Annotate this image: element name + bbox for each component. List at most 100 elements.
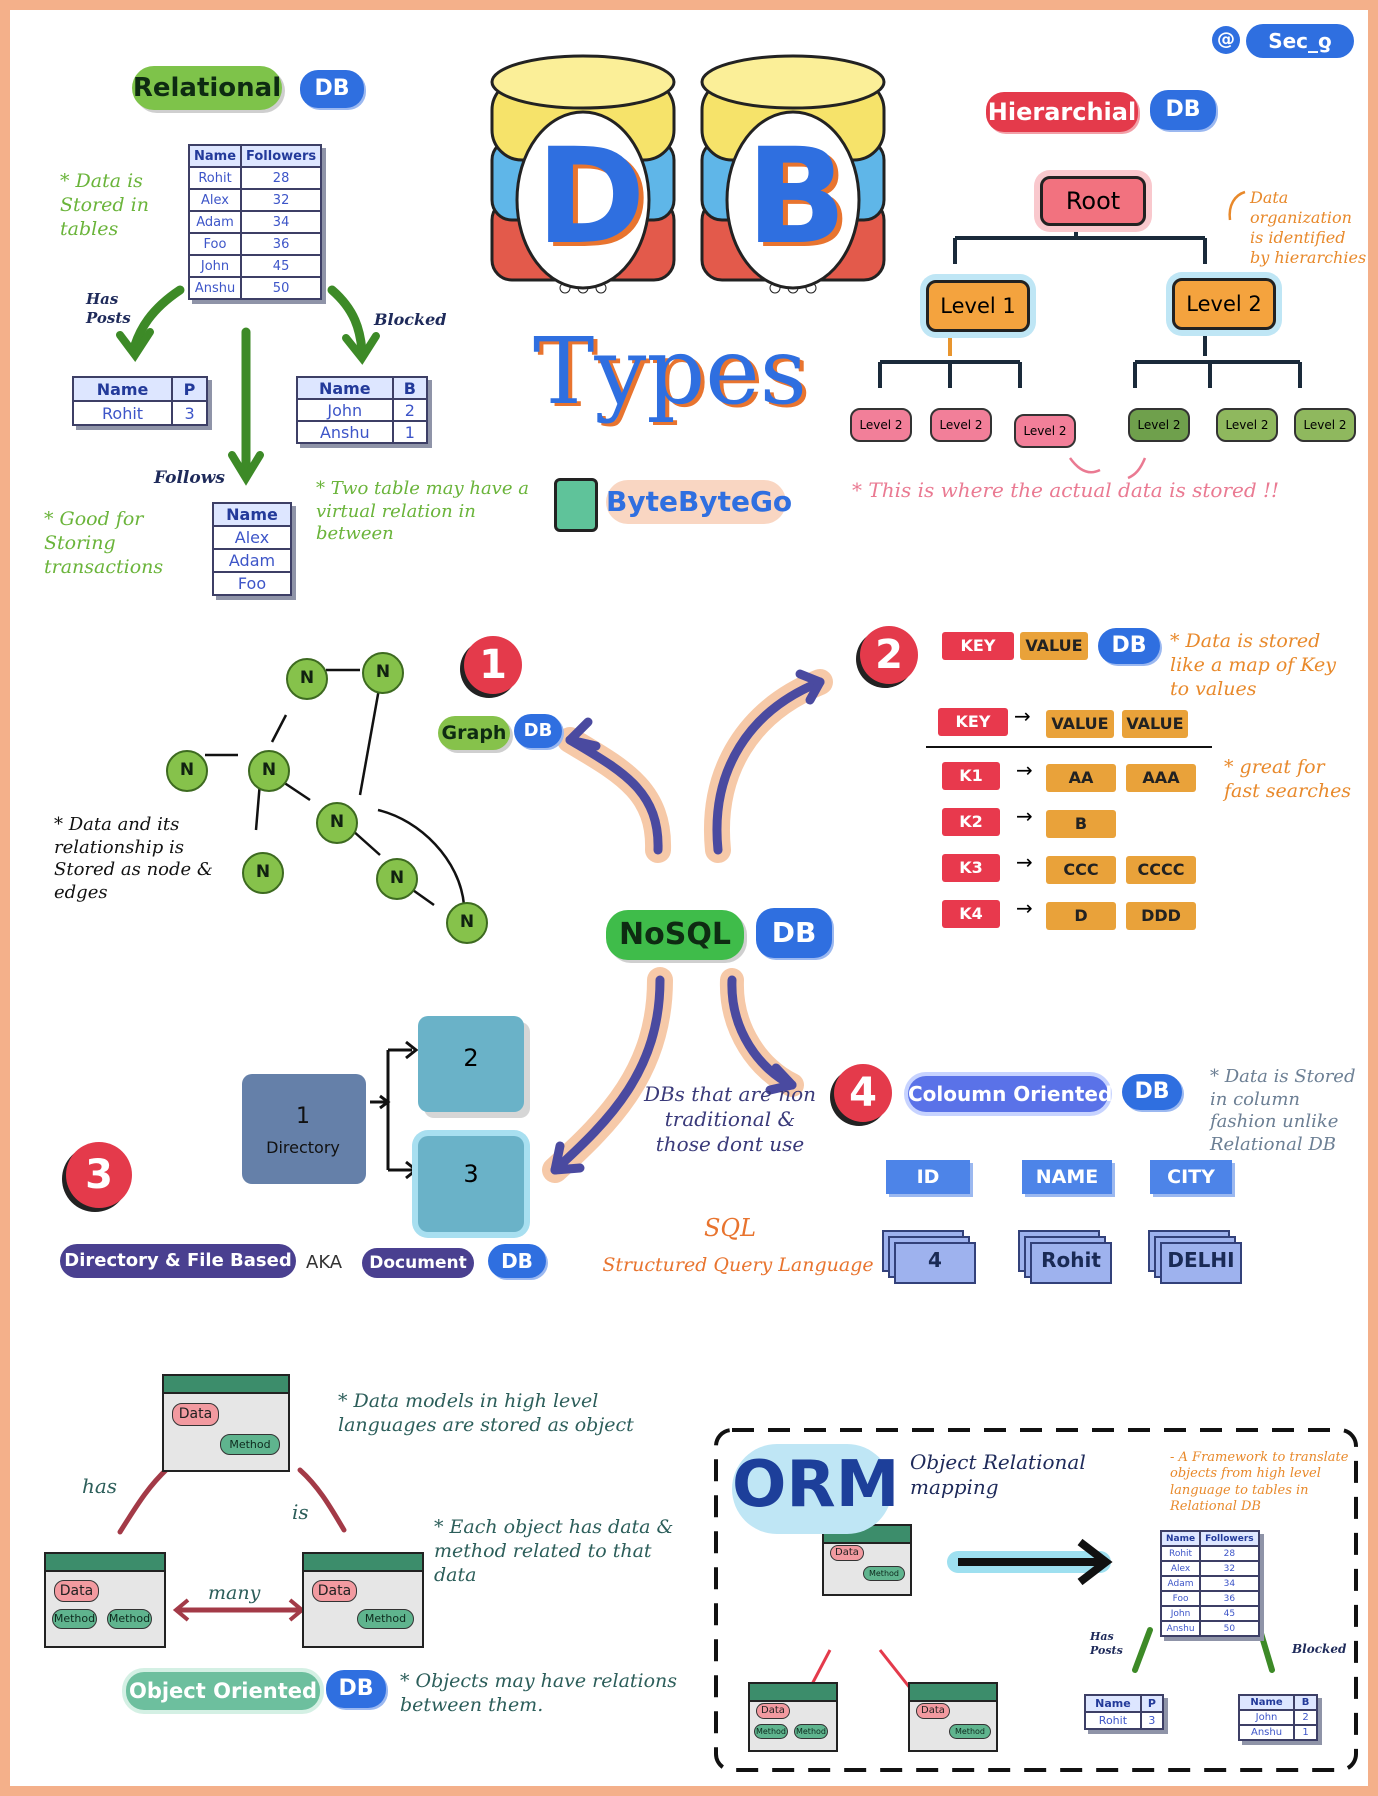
kv-sample-key: KEY [938,708,1008,736]
nosql-title: NoSQL [606,910,744,960]
kv-row-value: CCCC [1126,856,1196,884]
relational-note-good: * Good for Storing transactions [44,508,164,578]
kv-value-header: VALUE [1020,632,1088,660]
table-cell: Anshu [1237,1724,1296,1741]
table-cell: Foo [187,232,243,256]
hierarchical-db-tag: DB [1150,90,1216,130]
table-cell: Anshu [296,420,394,444]
nosql-db-tag: DB [756,908,832,958]
kv-row-key: K3 [942,854,1000,882]
relational-note-stored: * Data is Stored in tables [60,170,149,240]
bytebytego-logo-icon [554,478,598,532]
object-method-chip: Method [52,1609,97,1629]
table-cell: 36 [240,232,323,256]
object-method-chip: Method [220,1434,280,1455]
graph-node-6: N [242,852,284,894]
table-cell: 3 [171,400,208,426]
table-cell: Rohit [71,400,174,426]
object-note-3: * Objects may have relations between the… [400,1670,678,1716]
leaf-node-2: Level 2 [930,408,992,442]
column-stack-card [1160,1242,1242,1284]
relational-note-virtual: * Two table may have a virtual relation … [316,478,529,544]
blocked-label: Blocked [374,310,447,329]
kv-arrow-icon: → [1014,704,1031,728]
table-cell: Anshu [1159,1620,1202,1637]
graph-db-tag: DB [514,714,562,748]
table-cell: 28 [240,166,323,190]
object-title: Object Oriented [126,1672,320,1710]
graph-node-5: N [316,802,358,844]
table-cell: John [187,254,243,278]
file-folder-icon-2 [418,1016,524,1112]
table-cell: Adam [187,210,243,234]
column-value: 4 [928,1248,942,1272]
table-header-row: Name [212,502,292,527]
leaf-node-1: Level 2 [850,408,912,442]
kv-row-arrow-icon: → [1016,804,1033,828]
kv-row-arrow-icon: → [1016,758,1033,782]
aka-label: AKA [306,1252,343,1273]
column-title: Coloumn Oriented [908,1076,1112,1112]
document-db-tag: DB [488,1244,546,1278]
nosql-description: DBs that are non traditional & those don… [643,1082,817,1156]
table-row: Adam [212,548,292,573]
table-header-cell: Followers [240,144,323,168]
table-header-cell: P [171,376,208,402]
table-header-cell: Name [212,502,292,527]
column-value: Rohit [1041,1248,1101,1272]
object-method-chip: Method [754,1724,788,1739]
kv-row-arrow-icon: → [1016,850,1033,874]
object-data-chip: Data [916,1703,950,1719]
sql-label: SQL [703,1214,757,1242]
many-label: many [208,1582,261,1604]
table-cell: 50 [1199,1620,1260,1637]
table-header-cell: Name [1159,1530,1202,1547]
has-label: has [82,1474,118,1498]
hierarchy-level2-node: Level 2 [1172,278,1276,330]
table-header-cell: Name [71,376,174,402]
kv-row-value: D [1046,902,1116,930]
object-data-chip: Data [172,1403,219,1426]
object-data-chip: Data [830,1545,864,1561]
kv-row-value: B [1046,810,1116,838]
table-header-cell: Name [1237,1694,1296,1711]
infographic-canvas: @ Sec_ƍ Relational DB * Data is Stored i… [10,10,1368,1786]
object-data-chip: Data [756,1703,790,1719]
object-method-chip: Method [107,1609,152,1629]
window-title-bar [46,1554,164,1572]
handle-badge: Sec_ƍ [1246,24,1354,58]
table-cell: 1 [391,420,429,444]
orm-heading: Object Relational mapping [910,1450,1086,1499]
directory-number: 1 [296,1104,310,1129]
hierarchical-note-stored: * This is where the actual data is store… [852,478,1280,502]
follows-label: Follows [154,468,225,488]
orm-blocked-label: Blocked [1292,1642,1347,1656]
title-letter-b: B [746,120,847,274]
file-number-3: 3 [463,1160,479,1188]
leaf-node-6: Level 2 [1294,408,1356,442]
relational-title: Relational [132,66,282,110]
graph-node-3: N [286,658,328,700]
table-row: Foo [212,571,292,596]
table-cell: Foo [212,571,292,596]
has-posts-label: Has Posts [86,290,131,327]
graph-number-badge: 1 [464,636,522,694]
